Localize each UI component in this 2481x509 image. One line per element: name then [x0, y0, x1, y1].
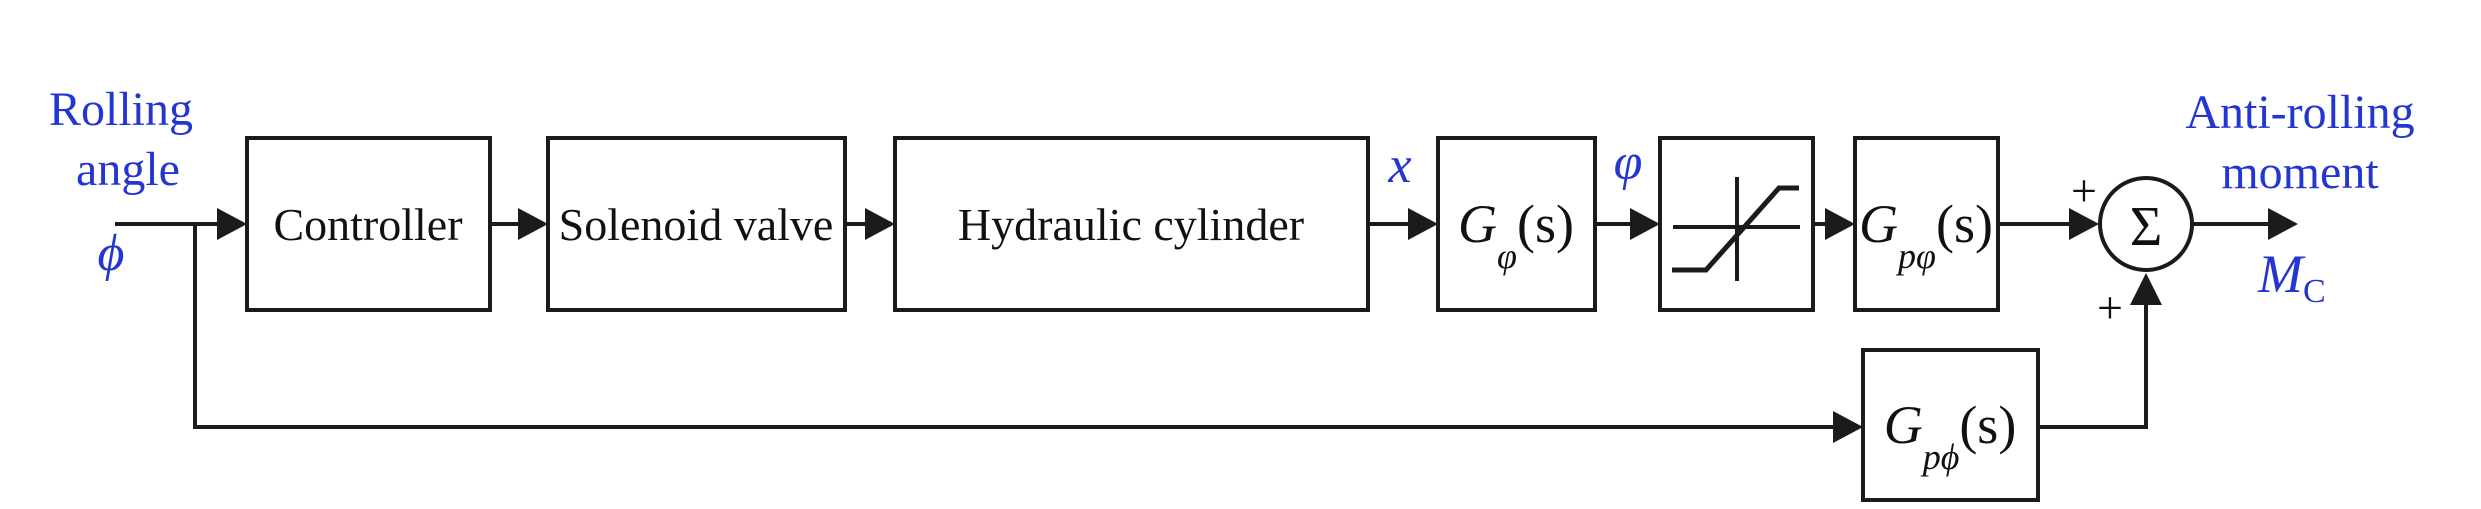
gpvarphi-arg: (s) — [1936, 194, 1993, 254]
gphi-main: G — [1458, 194, 1497, 254]
controller-label: Controller — [273, 199, 462, 250]
arrowhead-into-sum-left — [2069, 208, 2099, 240]
arrowhead-into-gpphi-bottom — [1833, 411, 1863, 443]
controller-block: Controller — [245, 136, 492, 312]
gpvarphi-box — [1853, 136, 2000, 312]
arrowhead-into-controller — [217, 208, 247, 240]
signal-phi-label: φ — [1614, 134, 1643, 191]
signal-x-label: x — [1387, 137, 1411, 194]
output-label-line2: moment — [2221, 146, 2379, 199]
plus-sign-top: + — [2071, 165, 2097, 216]
output-mc-sub: C — [2303, 273, 2326, 310]
hydraulic-cylinder-box — [893, 136, 1370, 312]
gpvarphi-sub: pφ — [1895, 236, 1936, 276]
arrowhead-into-gphi — [1408, 208, 1438, 240]
gpphi-bottom-arg: (s) — [1959, 395, 2016, 455]
arrowhead-into-solenoid — [518, 208, 548, 240]
output-annotation: Anti-rolling moment MC — [2185, 86, 2414, 310]
gpphi-bottom-label: Gpϕ(s) — [1884, 395, 2017, 477]
arrowhead-output — [2268, 208, 2298, 240]
gphi-box — [1436, 136, 1597, 312]
gphi-label: Gφ(s) — [1458, 194, 1574, 276]
arrowhead-into-sum-bottom — [2130, 273, 2162, 305]
gphi-block: Gφ(s) — [1436, 136, 1597, 312]
gpvarphi-main: G — [1859, 194, 1898, 254]
summing-junction: Σ + + — [2071, 165, 2194, 333]
gpphi-bottom-main: G — [1884, 395, 1923, 455]
output-mc-main: M — [2257, 244, 2306, 304]
solenoid-valve-box — [546, 136, 847, 312]
gpphi-bottom-block: Gpϕ(s) — [1861, 348, 2040, 502]
input-label-line2: angle — [76, 143, 180, 196]
arrowhead-into-hydraulic — [865, 208, 895, 240]
arrowhead-into-gpvarphi — [1825, 208, 1855, 240]
output-label-line1: Anti-rolling — [2185, 86, 2414, 139]
gpvarphi-block: Gpφ(s) — [1853, 136, 2000, 312]
hydraulic-cylinder-label: Hydraulic cylinder — [958, 199, 1304, 250]
solenoid-valve-block: Solenoid valve — [546, 136, 847, 312]
controller-box — [245, 136, 492, 312]
saturation-block — [1658, 136, 1815, 312]
hydraulic-cylinder-block: Hydraulic cylinder — [893, 136, 1370, 312]
input-annotation: Rolling angle ϕ — [49, 83, 193, 282]
gpphi-bottom-to-sum-line — [2038, 304, 2148, 429]
gpphi-bottom-sub: pϕ — [1920, 437, 1960, 477]
output-mc-symbol: MC — [2257, 244, 2326, 310]
gpphi-bottom-box — [1861, 348, 2040, 502]
sum-circle — [2098, 176, 2194, 272]
sigma-symbol: Σ — [2130, 196, 2163, 258]
feedforward-branch-line — [193, 224, 1834, 429]
gpvarphi-label: Gpφ(s) — [1859, 194, 1993, 276]
solenoid-valve-label: Solenoid valve — [559, 199, 834, 250]
input-label-line1: Rolling — [49, 83, 193, 136]
plus-sign-bottom: + — [2097, 282, 2123, 333]
arrowhead-into-saturation — [1630, 208, 1660, 240]
saturation-curve — [1672, 185, 1799, 273]
gphi-sub: φ — [1497, 236, 1517, 276]
gphi-arg: (s) — [1517, 194, 1574, 254]
input-phi-symbol: ϕ — [98, 225, 125, 282]
